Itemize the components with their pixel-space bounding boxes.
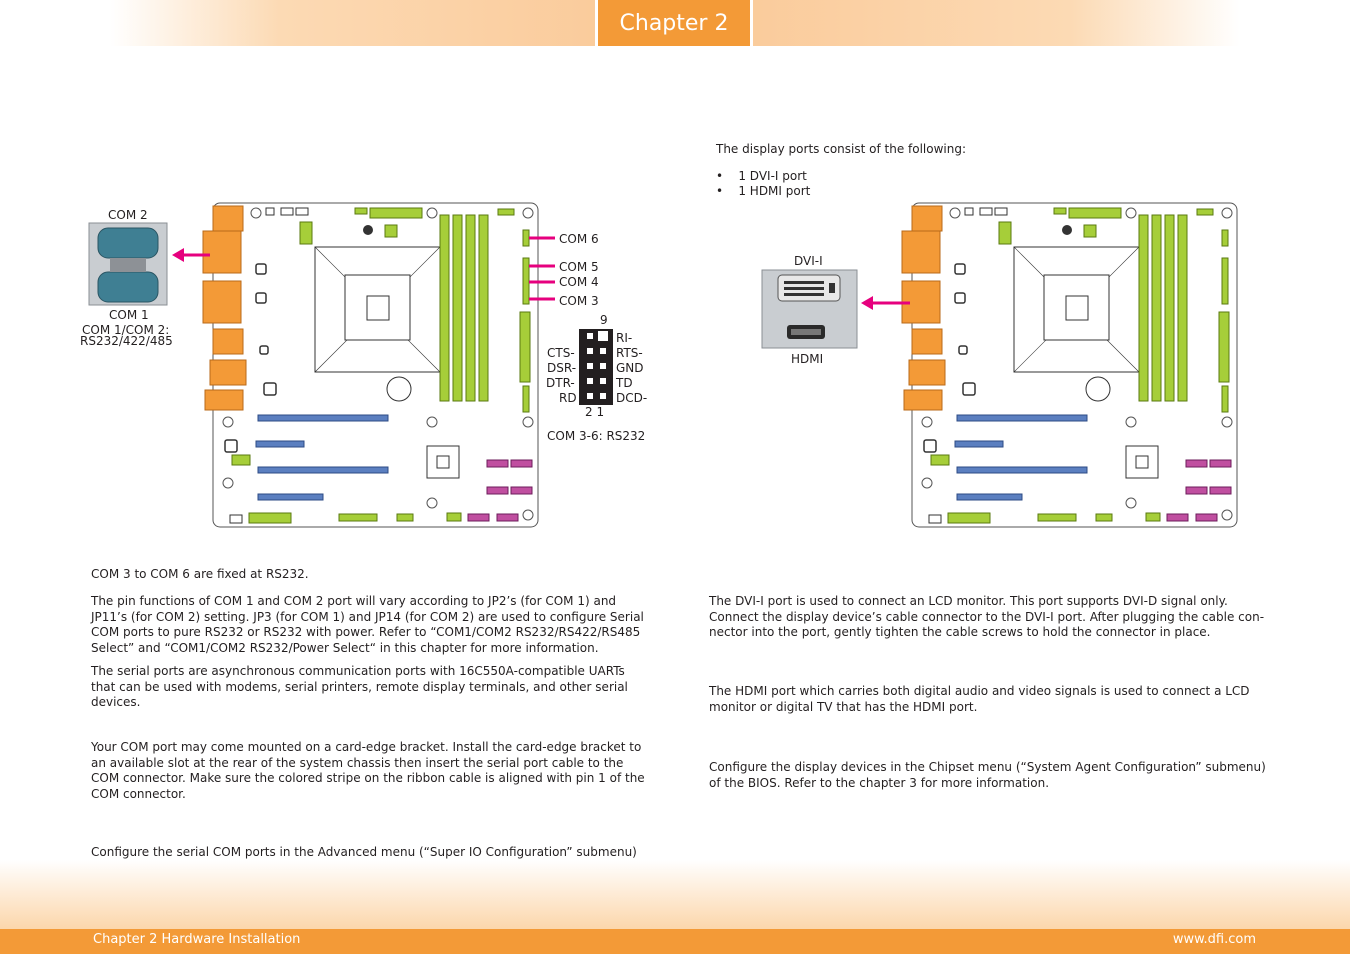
footer: Chapter 2 Hardware Installation www.dfi.… [0,929,1350,954]
pin-dsr-label: DSR- [547,361,577,375]
display-bios-paragraph: Configure the display devices in the Chi… [709,760,1266,790]
com5-label: COM 5 [559,260,599,274]
pcie-slots [255,414,389,501]
com-port-photo [88,222,168,306]
pin-td-label: TD [616,376,633,390]
com-pin-header [579,329,613,405]
hdmi-paragraph: The HDMI port which carries both digital… [709,684,1250,714]
pin-cts-label: CTS- [547,346,575,360]
chapter-tab: Chapter 2 [595,0,753,46]
com-paragraph-2: The pin functions of COM 1 and COM 2 por… [91,594,644,655]
list-item: • 1 DVI-I port [716,169,807,183]
com12-caption-line1: COM 1/COM 2: [82,323,170,337]
display-intro: The display ports consist of the followi… [716,142,967,156]
pin9-label: 9 [600,313,608,327]
pin21-label: 2 1 [585,405,605,419]
pin-dtr-label: DTR- [546,376,575,390]
pin-rts-label: RTS- [616,346,643,360]
footer-chapter: Chapter 2 Hardware Installation [93,932,301,947]
com6-label: COM 6 [559,232,599,246]
dvi-label: DVI-I [794,254,823,268]
pin-rd-label: RD [559,391,577,405]
com-paragraph-3: The serial ports are asynchronous commun… [91,664,628,709]
footer-website-link[interactable]: www.dfi.com [1172,932,1256,947]
pin-dcd-label: DCD- [616,391,648,405]
com2-label: COM 2 [108,208,148,222]
com-paragraph-1: COM 3 to COM 6 are fixed at RS232. [91,567,309,581]
com12-caption-line2: RS232/422/485 [80,334,173,348]
chapter-label: Chapter 2 [619,10,729,36]
motherboard-left [202,202,539,528]
dimm-slots [439,214,489,402]
footer-band [0,860,1350,930]
hdmi-label: HDMI [791,352,824,366]
com36-caption: COM 3-6: RS232 [547,429,646,443]
pin-ri-label: RI- [616,331,633,345]
pin-gnd-label: GND [616,361,644,375]
dvi-paragraph: The DVI-I port is used to connect an LCD… [709,594,1265,639]
com4-label: COM 4 [559,275,599,289]
dvi-hdmi-photo [761,269,858,349]
display-port-list: • 1 DVI-I port • 1 HDMI port [716,169,810,199]
list-item: • 1 HDMI port [716,184,811,198]
com1-label: COM 1 [109,308,149,322]
com-paragraph-4: Your COM port may come mounted on a card… [91,740,645,801]
com3-label: COM 3 [559,294,599,308]
